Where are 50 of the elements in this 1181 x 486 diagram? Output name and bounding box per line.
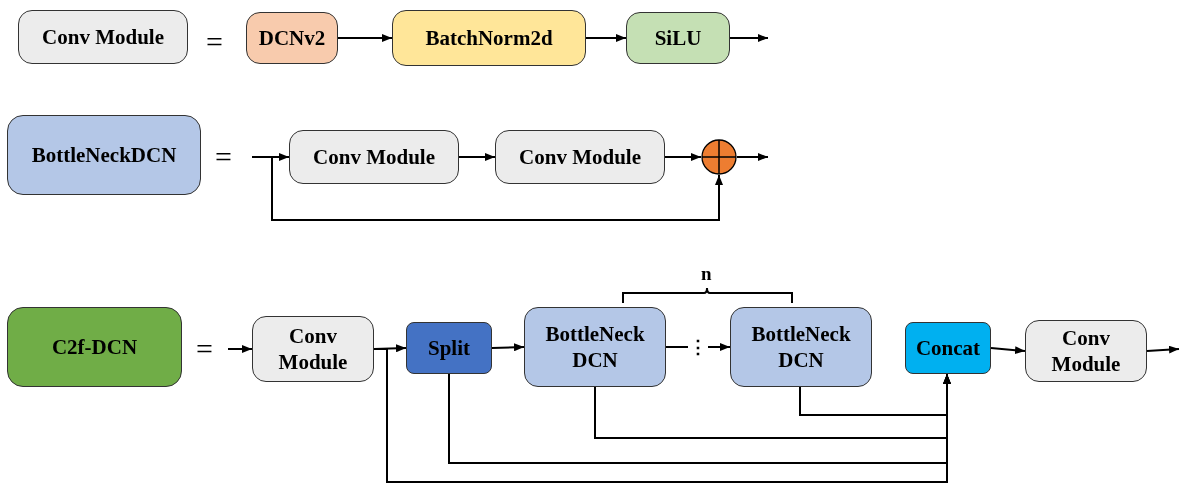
module-label: Conv Module xyxy=(519,143,641,171)
module-label: BatchNorm2d xyxy=(425,24,553,52)
module-box xyxy=(289,130,459,184)
module-box xyxy=(392,10,586,66)
module-label: BottleNeck DCN xyxy=(544,320,646,374)
module-label: Conv Module xyxy=(42,23,164,51)
arrow xyxy=(990,346,1026,355)
arrow xyxy=(491,343,525,352)
module-label: Split xyxy=(428,334,470,362)
module-box xyxy=(246,12,338,64)
module-box xyxy=(7,307,182,387)
module-label: Conv Module xyxy=(1050,324,1122,378)
arrow xyxy=(458,153,496,161)
module-box xyxy=(406,322,492,374)
arrow xyxy=(448,373,951,464)
module-label: DCNv2 xyxy=(258,24,326,52)
arrow xyxy=(664,153,702,161)
arrow xyxy=(271,156,723,221)
arrow xyxy=(585,34,627,42)
arrow xyxy=(337,34,393,42)
arrow xyxy=(799,373,951,416)
module-box xyxy=(905,322,991,374)
equals-sign: = xyxy=(215,142,232,172)
module-box xyxy=(524,307,666,387)
arrow xyxy=(251,153,290,161)
module-box xyxy=(495,130,665,184)
repeat-label: n xyxy=(701,264,712,283)
arrow xyxy=(373,348,951,483)
module-box xyxy=(7,115,201,195)
module-box xyxy=(18,10,188,64)
module-label: Concat xyxy=(915,334,981,362)
module-box xyxy=(730,307,872,387)
equals-sign: = xyxy=(206,27,223,57)
edge-label: ⋮ xyxy=(688,338,708,356)
module-label: Conv Module xyxy=(313,143,435,171)
arrow xyxy=(729,34,769,42)
arrow xyxy=(736,153,769,161)
equals-sign: = xyxy=(196,334,213,364)
arrow xyxy=(1146,345,1180,354)
module-label: BottleNeck DCN xyxy=(750,320,852,374)
arrow xyxy=(227,345,253,353)
module-label: BottleNeckDCN xyxy=(31,141,177,169)
module-label: Conv Module xyxy=(277,322,349,376)
module-box xyxy=(626,12,730,64)
sum-circle xyxy=(701,139,737,175)
module-box xyxy=(252,316,374,382)
module-label: SiLU xyxy=(654,24,702,52)
arrow xyxy=(665,343,731,351)
module-label: C2f-DCN xyxy=(51,333,138,361)
module-box xyxy=(1025,320,1147,382)
